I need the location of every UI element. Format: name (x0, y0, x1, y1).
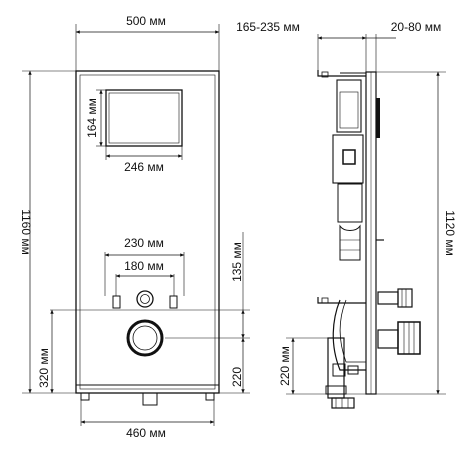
cistern (332, 79, 364, 261)
outlet-elbow (332, 299, 421, 377)
flush-panel-opening (105, 89, 183, 147)
front-view: 500 мм 1160 мм 164 мм 246 мм 230 мм 180 … (19, 14, 250, 440)
top-wall-bracket (317, 70, 366, 77)
stud-inner-spacing-label: 180 мм (124, 259, 164, 273)
side-view: 165-235 мм 20-80 мм 1120 мм 220 мм (236, 20, 457, 409)
frame-inner-outline (79, 74, 216, 390)
wall-range-label: 20-80 мм (391, 20, 442, 34)
right-stud (169, 295, 178, 309)
left-foot (80, 392, 90, 401)
frame-height-side-label: 1120 мм (443, 210, 457, 256)
inlet-outlet-distance-label: 135 мм (230, 242, 244, 282)
drain-outlet (126, 319, 164, 357)
water-inlet (136, 290, 154, 308)
depth-range-label: 165-235 мм (236, 20, 300, 34)
feet-width-label: 460 мм (126, 426, 166, 440)
outlet-height-label: 220 (230, 367, 244, 387)
frame-width-label: 500 мм (126, 14, 166, 28)
panel-width-label: 246 мм (124, 160, 164, 174)
drain-pipe (325, 337, 355, 409)
inlet-pipe (377, 288, 413, 308)
frame-height-label: 1160 мм (19, 209, 33, 255)
panel-height-label: 164 мм (85, 98, 99, 138)
flush-plate-side (376, 98, 380, 138)
inlet-height-label: 320 мм (37, 348, 51, 388)
left-stud (112, 295, 121, 309)
drain-pipe-stub (142, 392, 158, 406)
right-foot (205, 392, 215, 401)
stud-outer-spacing-label: 230 мм (124, 236, 164, 250)
outlet-height-side-label: 220 мм (278, 346, 292, 386)
